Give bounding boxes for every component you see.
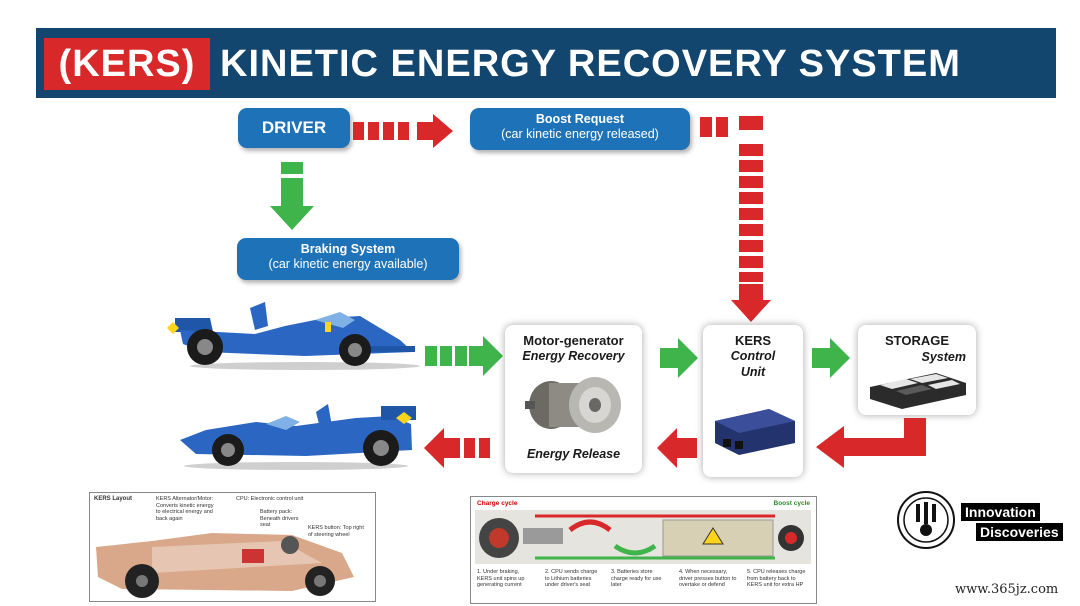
kers-control-line1: KERS — [734, 333, 772, 348]
kers-layout-car-image — [96, 533, 354, 598]
arrow-motor-to-car — [424, 428, 504, 468]
energy-recovery-label: Energy Recovery — [522, 349, 625, 363]
boost-request-subtitle: (car kinetic energy released) — [501, 127, 659, 141]
control-unit-image — [715, 409, 795, 455]
motor-generator-panel: Motor-generator Energy Recovery Energy R… — [505, 325, 642, 473]
logo-line2: Discoveries — [976, 523, 1063, 541]
website-watermark: www.365jz.com — [955, 582, 1059, 597]
kers-control-line3: Unit — [740, 365, 766, 379]
kers-control-line2: Control — [730, 349, 776, 363]
braking-system-title: Braking System — [300, 242, 396, 256]
braking-system-box: Braking System (car kinetic energy avail… — [237, 238, 459, 280]
arrow-storage-to-kers — [816, 418, 926, 468]
boost-request-box: Boost Request (car kinetic energy releas… — [470, 108, 690, 150]
cycle-step-1: 1. Under braking, KERS unit spins up gen… — [477, 569, 525, 588]
battery-pack-image — [870, 373, 966, 409]
kers-control-unit-panel: KERS Control Unit — [703, 325, 803, 477]
logo-line1: Innovation — [961, 503, 1040, 521]
motor-generator-image — [525, 377, 621, 433]
boost-cycle-label: Boost cycle — [773, 500, 811, 507]
kers-alternator-label: KERS Alternator/Motor: Converts kinetic … — [156, 496, 214, 522]
motor-generator-title: Motor-generator — [523, 333, 624, 348]
driver-box: DRIVER — [238, 108, 350, 148]
arrow-kers-to-motor — [657, 428, 697, 468]
energy-release-label: Energy Release — [526, 447, 621, 461]
boost-request-title: Boost Request — [535, 112, 625, 126]
charge-cycle-label: Charge cycle — [477, 500, 518, 507]
innovation-discoveries-logo-icon — [897, 491, 955, 549]
race-car-boost-image — [180, 404, 416, 470]
storage-subtitle: System — [921, 350, 966, 364]
kers-battery-label: Battery pack: Beneath drivers seat — [260, 509, 299, 528]
storage-system-panel: STORAGE System — [858, 325, 976, 415]
cycle-step-4: 4. When necessary, driver presses button… — [679, 569, 737, 588]
race-car-braking-image — [167, 302, 420, 370]
arrow-driver-to-boost — [353, 114, 463, 148]
cycle-step-5: 5. CPU releases charge from battery back… — [747, 569, 806, 588]
arrow-kers-to-storage — [812, 338, 850, 378]
storage-title: STORAGE — [884, 333, 950, 348]
title-acronym: (KERS) — [58, 43, 196, 85]
arrow-boost-to-kers — [698, 114, 778, 324]
title-acronym-box — [44, 38, 210, 90]
cycle-step-2: 2. CPU sends charge to Lithium batteries… — [545, 569, 598, 588]
kers-layout-inset: KERS Layout KERS Alternator/Motor: Conve… — [89, 492, 376, 602]
arrow-motor-to-kers — [660, 338, 698, 378]
cycle-step-3: 3. Batteries store charge ready for use … — [611, 569, 662, 588]
arrow-car-to-motor — [425, 336, 503, 376]
arrow-driver-to-braking — [270, 160, 314, 232]
kers-cpu-label: CPU: Electronic control unit — [236, 496, 304, 502]
charge-boost-cycle-image — [475, 510, 811, 564]
kers-button-label: KERS button: Top right of steering wheel — [308, 525, 364, 538]
charge-boost-cycle-inset: Charge cycle Boost cycle 1. Under brakin… — [470, 496, 817, 604]
page-title: KINETIC ENERGY RECOVERY SYSTEM — [220, 43, 961, 85]
braking-system-subtitle: (car kinetic energy available) — [268, 257, 428, 271]
kers-layout-title: KERS Layout — [94, 496, 133, 502]
